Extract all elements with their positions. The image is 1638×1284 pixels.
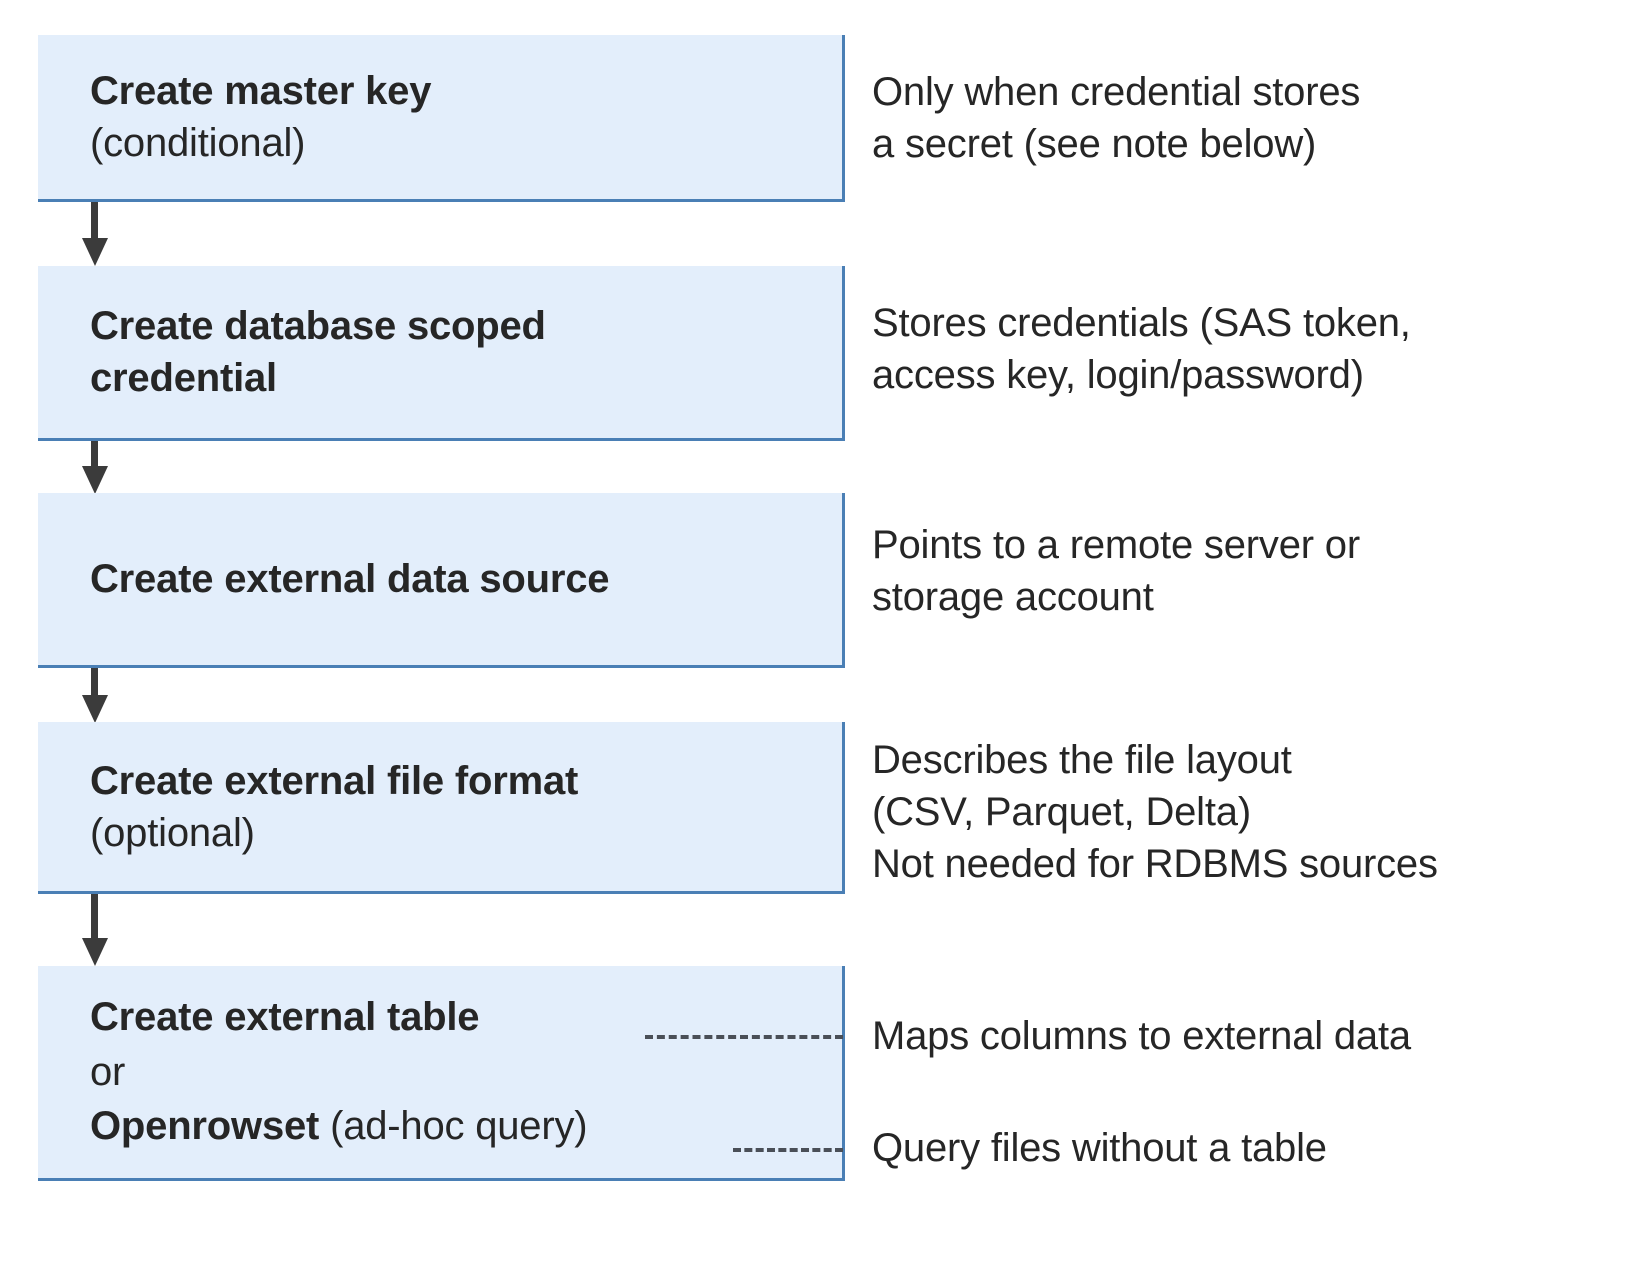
annotation-line: Not needed for RDBMS sources [872,842,1438,886]
arrow-head [82,938,108,966]
step-title-scoped-credential-line2: credential [90,356,277,400]
flow-step-data-source: Create external data source [38,493,845,668]
flow-step-master-key: Create master key (conditional) [38,35,845,202]
flow-step-scoped-credential: Create database scoped credential [38,266,845,441]
arrow-stem [91,668,98,697]
dashed-connector-external-table [645,1035,843,1039]
arrow-stem [91,894,98,940]
step-subtitle-master-key: (conditional) [90,121,306,165]
arrow-stem [91,202,98,240]
openrowset-qualifier: (ad-hoc query) [319,1104,588,1149]
step-title-scoped-credential-line1: Create database scoped [90,304,546,348]
annotation-master-key: Only when credential stores a secret (se… [872,66,1360,170]
arrow-stem [91,441,98,468]
arrow-down-icon [82,202,108,266]
annotation-external-table: Maps columns to external data [872,1010,1411,1062]
dashed-connector-openrowset [733,1148,843,1152]
annotation-file-format: Describes the file layout (CSV, Parquet,… [872,734,1438,890]
annotation-line: (CSV, Parquet, Delta) [872,790,1251,834]
annotation-data-source: Points to a remote server or storage acc… [872,519,1360,623]
arrow-down-icon [82,894,108,966]
annotation-line: a secret (see note below) [872,122,1317,166]
annotation-scoped-credential: Stores credentials (SAS token, access ke… [872,297,1411,401]
flow-step-file-format: Create external file format (optional) [38,722,845,894]
annotation-line: Describes the file layout [872,738,1292,782]
flow-step-external-table: Create external table or Openrowset (ad-… [38,966,845,1181]
arrow-head [82,238,108,266]
annotation-line: Points to a remote server or [872,523,1360,567]
annotation-line: Query files without a table [872,1126,1327,1170]
step-title-openrowset: Openrowset (ad-hoc query) [90,1099,842,1153]
arrow-head [82,695,108,723]
annotation-line: access key, login/password) [872,353,1364,397]
step-subtitle-file-format: (optional) [90,810,255,855]
step-connector-or: or [90,1049,126,1094]
step-title-data-source: Create external data source [90,557,610,601]
arrow-head [82,466,108,494]
annotation-line: storage account [872,575,1154,619]
step-title-master-key: Create master key [90,69,432,113]
annotation-line: Maps columns to external data [872,1014,1411,1058]
annotation-openrowset: Query files without a table [872,1122,1327,1174]
step-title-external-table: Create external table [90,995,480,1040]
arrow-down-icon [82,668,108,723]
openrowset-keyword: Openrowset [90,1104,320,1149]
annotation-line: Stores credentials (SAS token, [872,301,1411,345]
step-title-file-format: Create external file format [90,758,579,803]
annotation-line: Only when credential stores [872,70,1361,114]
arrow-down-icon [82,441,108,494]
